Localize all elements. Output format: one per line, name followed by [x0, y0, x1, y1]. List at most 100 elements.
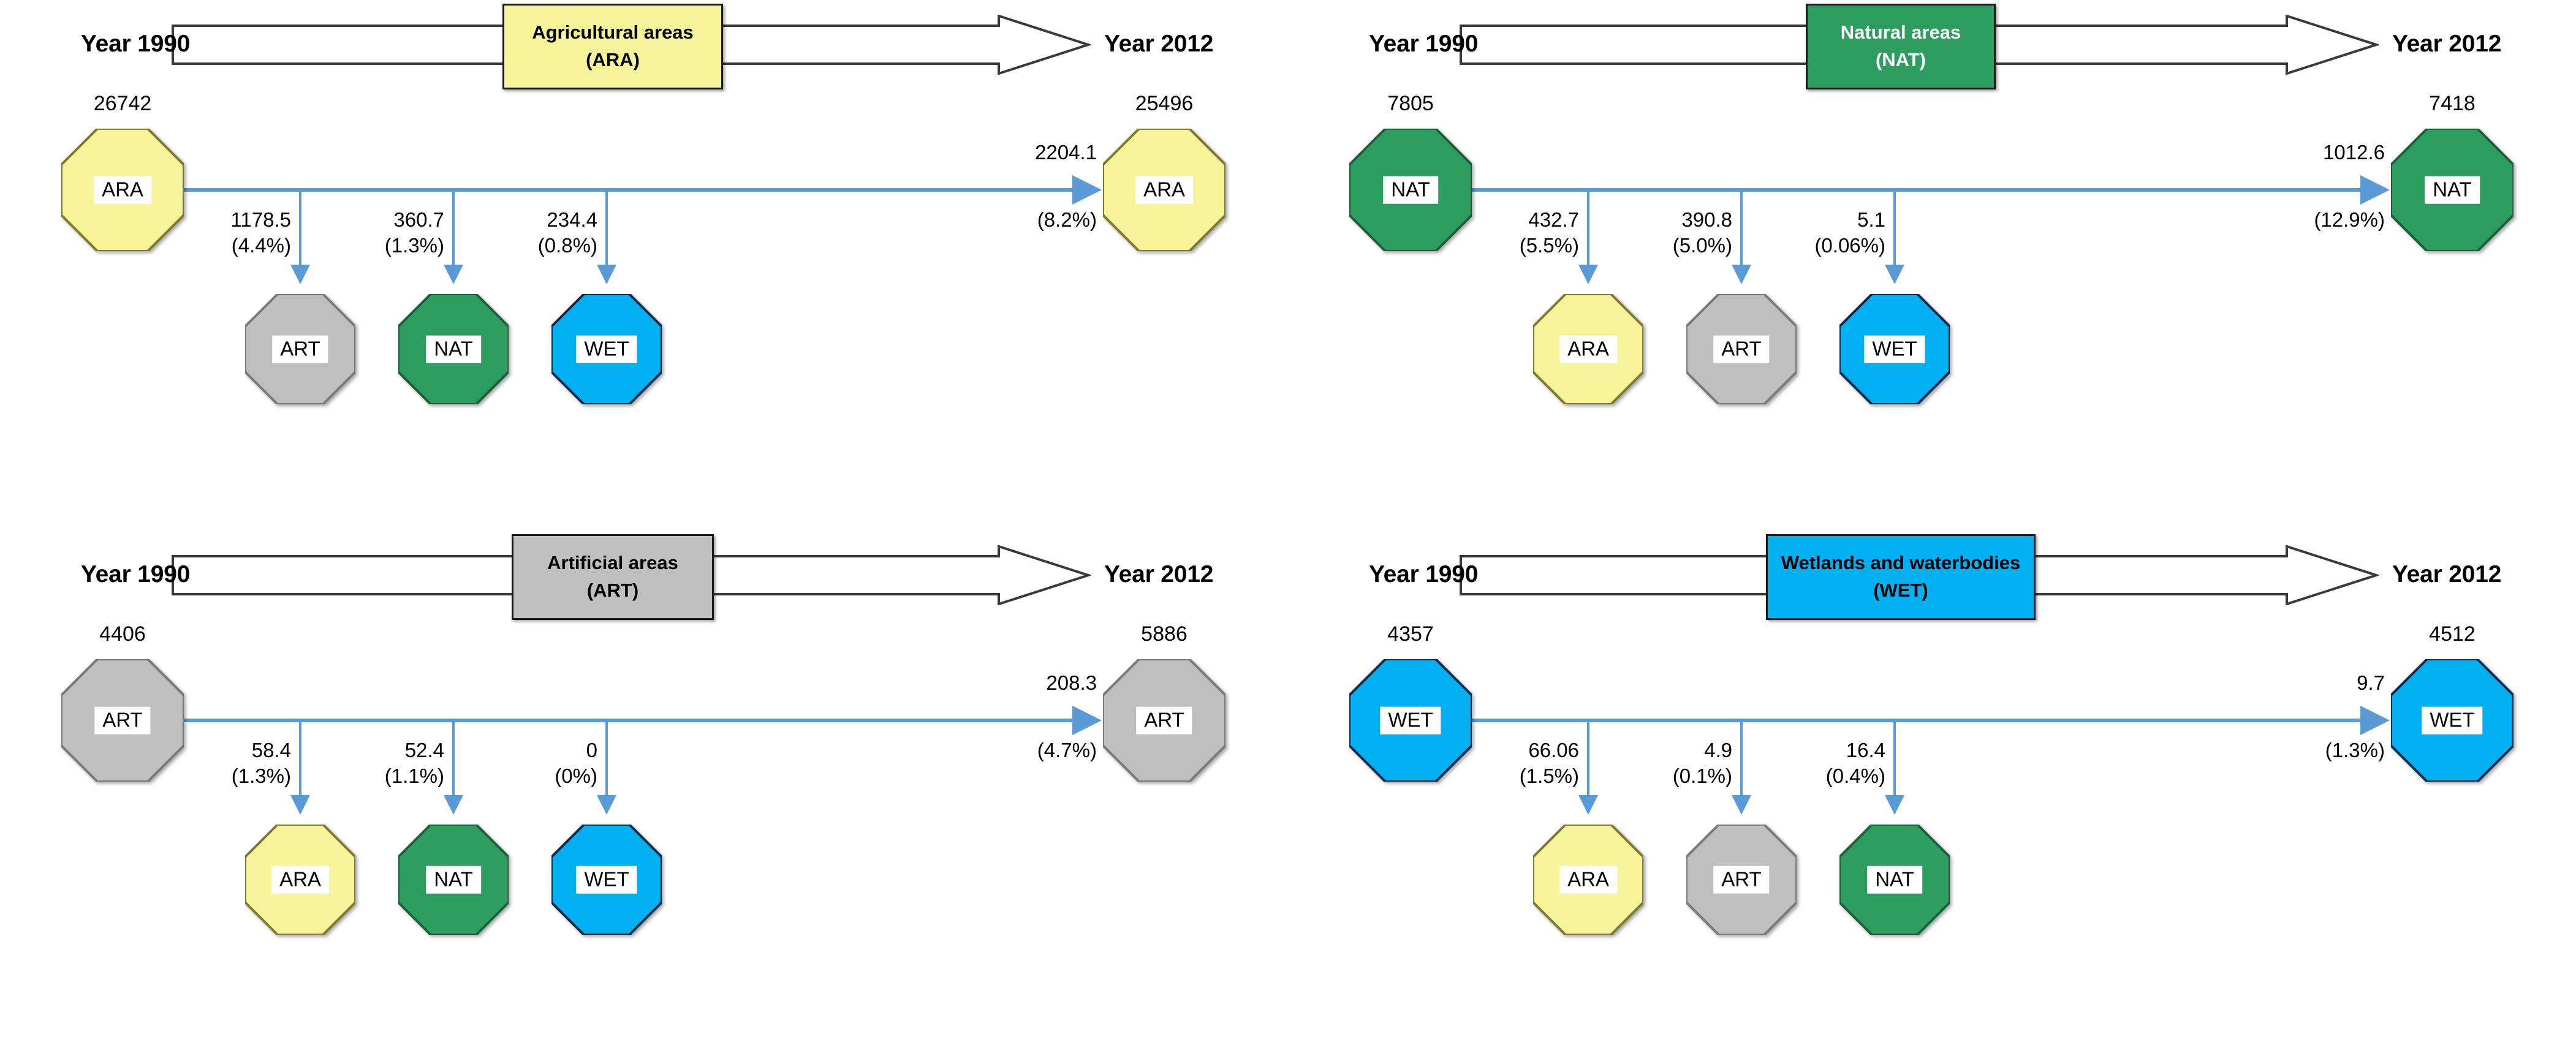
flow-value: 390.8 [1681, 208, 1732, 231]
source-wet-label: WET [1380, 706, 1441, 734]
total-1990: 7805 [1387, 92, 1434, 115]
source-ara-label: ARA [94, 176, 151, 204]
panel-ara: Year 1990 Year 2012 Agricultural areas (ARA… [0, 0, 1288, 530]
dest-wet-octagon: WET [2391, 659, 2513, 782]
panel-title-line1: Wetlands and waterbodies [1781, 552, 2021, 574]
persist-value: 1012.6 [2323, 141, 2385, 164]
year-from-label: Year 1990 [81, 561, 191, 587]
panel-title-line1: Natural areas [1840, 21, 1961, 43]
year-to-label: Year 2012 [2392, 31, 2502, 57]
flow-label-art: 4.9(0.1%) [1601, 738, 1732, 789]
target-nat-octagon: NAT [1839, 825, 1950, 935]
flow-value: 66.06 [1528, 739, 1579, 761]
panel-title-box: Agricultural areas (ARA) [502, 4, 723, 89]
total-2012: 7418 [2429, 92, 2476, 115]
panel-title-box: Wetlands and waterbodies (WET) [1766, 534, 2036, 620]
flow-label-ara: 58.4(1.3%) [159, 738, 291, 789]
persist-value: 9.7 [2357, 671, 2385, 694]
source-art-label: ART [94, 706, 151, 734]
persist-percent: (4.7%) [1037, 739, 1097, 761]
flow-label-nat: 360.7(1.3%) [313, 207, 444, 259]
target-ara-octagon: ARA [245, 825, 355, 935]
flow-value: 5.1 [1857, 208, 1885, 231]
total-1990: 4406 [99, 622, 146, 646]
target-art-label: ART [272, 335, 328, 363]
target-art-octagon: ART [245, 294, 355, 404]
flow-percent: (5.0%) [1672, 234, 1732, 257]
flow-percent: (1.3%) [384, 234, 444, 257]
persist-value: 2204.1 [1035, 141, 1097, 164]
panel-title-line2: (ARA) [586, 49, 640, 70]
dest-ara-label: ARA [1135, 176, 1193, 204]
persist-percent: (8.2%) [1037, 208, 1097, 231]
source-art-octagon: ART [61, 659, 184, 782]
source-nat-octagon: NAT [1349, 129, 1472, 251]
year-from-label: Year 1990 [1369, 561, 1479, 587]
flow-percent: (0.8%) [537, 234, 597, 257]
target-ara-label: ARA [1559, 335, 1617, 363]
target-art-label: ART [1713, 866, 1770, 894]
flow-value: 234.4 [547, 208, 597, 231]
flow-percent: (0.4%) [1825, 765, 1885, 788]
dest-wet-label: WET [2422, 706, 2483, 734]
target-ara-octagon: ARA [1533, 825, 1643, 935]
persist-percent: (1.3%) [2325, 739, 2385, 761]
panel-art: Year 1990 Year 2012 Artificial areas (ART) 4… [0, 530, 1288, 1061]
flow-label-art: 1178.5 (4.4%) [159, 207, 291, 259]
target-art-octagon: ART [1686, 825, 1797, 935]
persist-percent: (12.9%) [2314, 208, 2385, 231]
flow-value: 1178.5 [230, 208, 291, 231]
total-2012: 25496 [1135, 92, 1194, 115]
source-nat-label: NAT [1383, 176, 1438, 204]
flow-percent: (4.4%) [231, 234, 291, 257]
year-to-label: Year 2012 [1104, 31, 1214, 57]
flow-percent: (0.06%) [1814, 234, 1885, 257]
year-to-label: Year 2012 [1104, 561, 1214, 587]
year-to-label: Year 2012 [2392, 561, 2502, 587]
target-wet-octagon: WET [551, 294, 662, 404]
target-art-octagon: ART [1686, 294, 1797, 404]
total-2012: 5886 [1141, 622, 1188, 646]
flow-percent: (1.5%) [1519, 765, 1579, 788]
panel-title-line1: Agricultural areas [532, 21, 694, 43]
flow-percent: (0.1%) [1672, 765, 1732, 788]
flow-label-wet: 5.1 (0.06%) [1754, 207, 1885, 259]
persist-value: 208.3 [1046, 671, 1097, 694]
source-ara-octagon: ARA [61, 129, 184, 251]
target-nat-label: NAT [1867, 866, 1922, 894]
flow-label-nat: 16.4 (0.4%) [1754, 738, 1885, 789]
flow-label-ara: 432.7 (5.5%) [1447, 207, 1579, 259]
flow-percent: (0%) [555, 765, 597, 788]
year-from-label: Year 1990 [81, 31, 191, 57]
panel-title-box: Natural areas(NAT) [1806, 4, 1996, 89]
target-wet-label: WET [576, 866, 637, 894]
flow-value: 52.4 [404, 739, 444, 761]
flow-value: 432.7 [1528, 208, 1579, 231]
target-wet-octagon: WET [551, 825, 662, 935]
dest-ara-octagon: ARA [1103, 129, 1225, 251]
target-nat-octagon: NAT [398, 294, 509, 404]
target-wet-label: WET [1864, 335, 1925, 363]
flow-label-art: 390.8 (5.0%) [1601, 207, 1732, 259]
total-1990: 26742 [93, 92, 152, 115]
panel-title-line2: (ART) [586, 580, 639, 601]
panel-title-box: Artificial areas (ART) [512, 534, 714, 620]
target-wet-label: WET [576, 335, 637, 363]
total-2012: 4512 [2429, 622, 2476, 646]
flow-value: 58.4 [251, 739, 291, 761]
panel-title-line2: (WET) [1873, 580, 1928, 601]
flow-value: 16.4 [1846, 739, 1885, 761]
target-nat-label: NAT [426, 335, 481, 363]
target-wet-octagon: WET [1839, 294, 1950, 404]
target-ara-label: ARA [271, 866, 329, 894]
dest-nat-octagon: NAT [2391, 129, 2513, 251]
target-nat-octagon: NAT [398, 825, 509, 935]
flow-label-ara: 66.06 (1.5%) [1447, 738, 1579, 789]
flow-percent: (1.1%) [384, 765, 444, 788]
flow-percent: (5.5%) [1519, 234, 1579, 257]
target-ara-octagon: ARA [1533, 294, 1643, 404]
target-art-label: ART [1713, 335, 1770, 363]
panel-title-line1: Artificial areas [547, 552, 678, 574]
year-from-label: Year 1990 [1369, 31, 1479, 57]
